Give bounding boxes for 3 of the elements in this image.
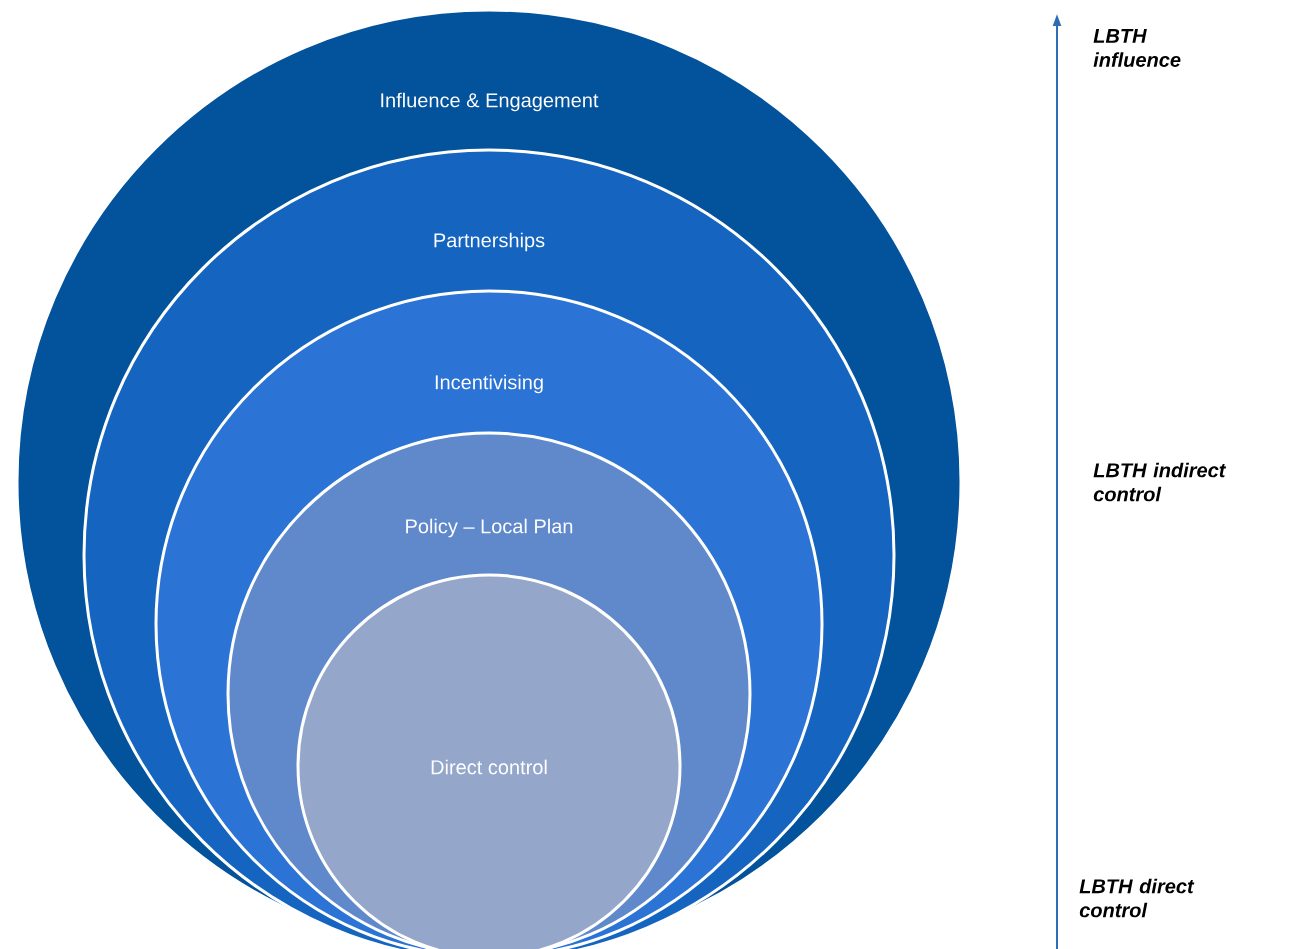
axis-label: LBTH indirect control — [1093, 462, 1227, 502]
axis-label: LBTH direct control — [1079, 878, 1195, 918]
axis-label: LBTH influence — [1093, 29, 1181, 67]
